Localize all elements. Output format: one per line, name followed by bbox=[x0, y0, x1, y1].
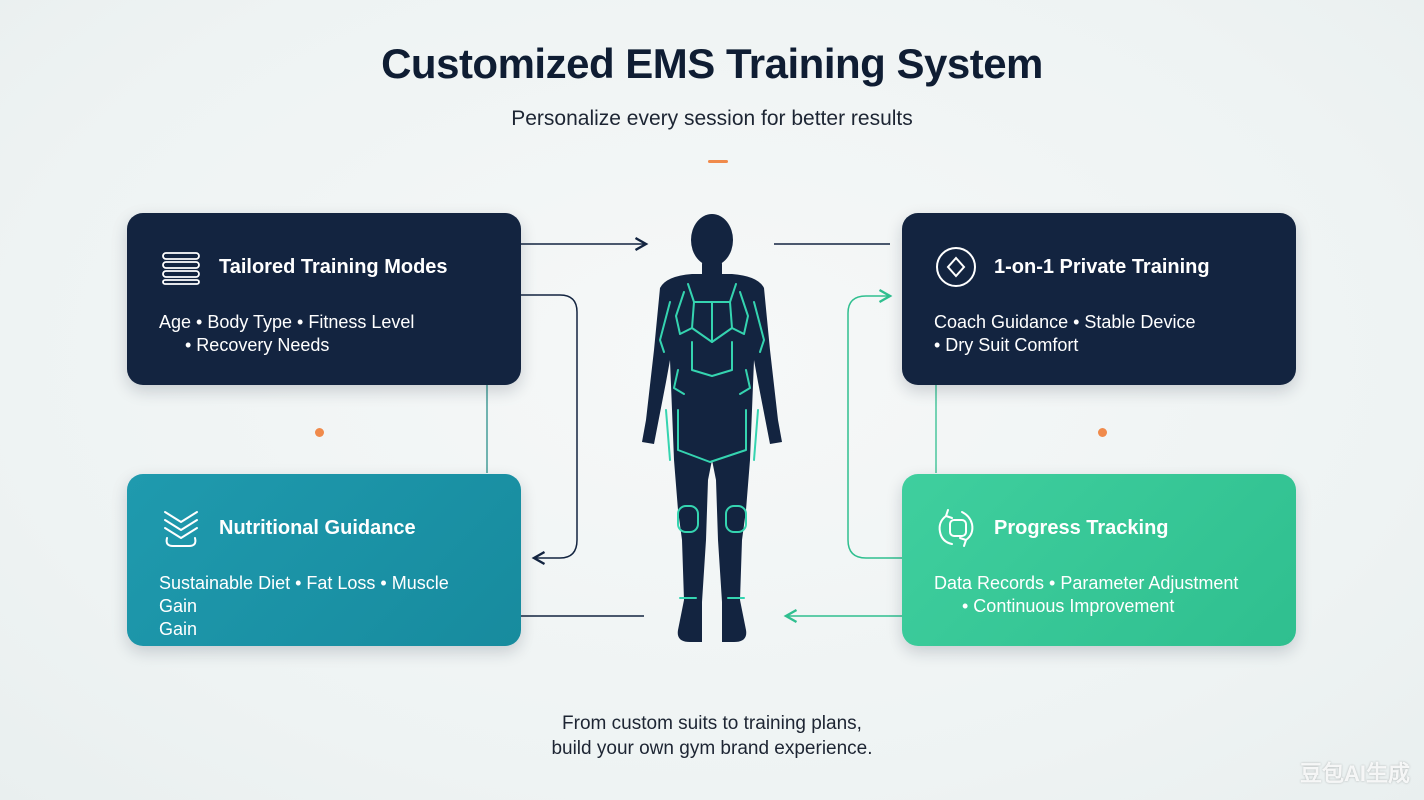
card-line: Gain bbox=[159, 619, 198, 639]
card-private-training: 1-on-1 Private Training Coach Guidance •… bbox=[902, 213, 1296, 385]
card-tailored-training: Tailored Training Modes Age • Body Type … bbox=[127, 213, 521, 385]
layers-icon bbox=[162, 252, 200, 285]
card-nutritional-guidance: Nutritional Guidance Sustainable Diet • … bbox=[127, 474, 521, 646]
card-body: Age • Body Type • Fitness Level • Recove… bbox=[159, 311, 489, 357]
page-title: Customized EMS Training System bbox=[381, 40, 1043, 87]
cycle-arrows-icon bbox=[938, 509, 974, 547]
card-line: • Continuous Improvement bbox=[962, 596, 1175, 616]
card-line: Age • Body Type • Fitness Level bbox=[159, 312, 415, 332]
arrow-loop-left bbox=[521, 294, 578, 566]
ems-suit-figure bbox=[642, 214, 782, 642]
card-body: Coach Guidance • Stable Device • Dry Sui… bbox=[934, 311, 1264, 357]
accent-dot-left bbox=[315, 428, 324, 437]
card-body: Data Records • Parameter Adjustment • Co… bbox=[934, 572, 1264, 618]
card-line: • Recovery Needs bbox=[185, 335, 330, 355]
footer-tagline: From custom suits to training plans, bui… bbox=[0, 711, 1424, 761]
card-title: Progress Tracking bbox=[994, 516, 1169, 539]
accent-dot-right bbox=[1098, 428, 1107, 437]
watermark-text: 豆包AI生成 bbox=[1299, 761, 1410, 786]
stacked-chevrons-icon bbox=[164, 511, 198, 547]
card-body: Sustainable Diet • Fat Loss • Muscle Gai… bbox=[159, 572, 489, 641]
card-line: Coach Guidance • Stable Device bbox=[934, 312, 1196, 332]
card-progress-tracking: Progress Tracking Data Records • Paramet… bbox=[902, 474, 1296, 646]
accent-divider bbox=[708, 160, 728, 163]
card-title: Tailored Training Modes bbox=[219, 255, 448, 278]
card-line: • Dry Suit Comfort bbox=[934, 335, 1079, 355]
card-title: Nutritional Guidance bbox=[219, 516, 416, 539]
tagline-line: build your own gym brand experience. bbox=[551, 738, 873, 759]
diamond-badge-icon bbox=[936, 247, 976, 287]
card-line: Sustainable Diet • Fat Loss • Muscle Gai… bbox=[159, 573, 449, 616]
arrow-loop-right bbox=[847, 288, 902, 559]
card-title: 1-on-1 Private Training bbox=[994, 255, 1210, 278]
card-line: Data Records • Parameter Adjustment bbox=[934, 573, 1239, 593]
tagline-line: From custom suits to training plans, bbox=[562, 713, 862, 734]
page-subtitle: Personalize every session for better res… bbox=[511, 107, 913, 130]
